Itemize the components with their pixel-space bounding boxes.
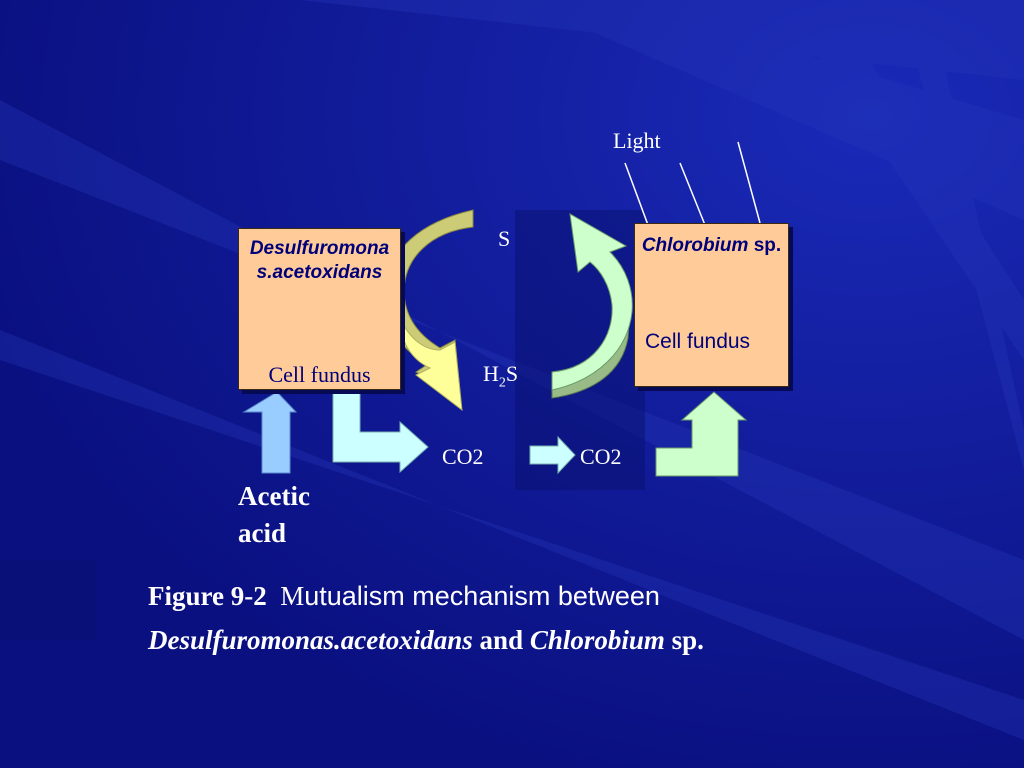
caption-lead-letter: M <box>280 581 305 611</box>
right-cycle-arrowhead <box>551 213 633 391</box>
caption-species-2: Chlorobium <box>529 625 665 655</box>
figure-number: Figure 9-2 <box>148 581 267 611</box>
chlorobium-box: Chlorobium sp. Cell fundus <box>634 223 789 387</box>
h2s-label: H2S <box>483 361 518 391</box>
light-ray-2 <box>679 162 706 226</box>
chlorobium-cell-label: Cell fundus <box>645 330 751 353</box>
h2s-h: H <box>483 361 499 386</box>
acetic-acid-label: Acetic acid <box>238 481 310 548</box>
chlorobium-species-label: Chlorobium sp. <box>641 234 782 258</box>
co2-left-arrow <box>332 389 429 474</box>
desulfuromonas-box: Desulfuromonas.acetoxidans Cell fundus <box>238 228 401 390</box>
caption-species-1: Desulfuromonas.acetoxidans <box>148 625 473 655</box>
figure-caption: Figure 9-2 Mutualism mechanism between D… <box>148 574 918 662</box>
light-ray-3 <box>737 141 761 224</box>
light-label: Light <box>613 128 661 153</box>
co2-right-label: CO2 <box>580 444 622 469</box>
light-ray-1 <box>624 162 649 226</box>
chlorobium-sp: sp. <box>748 235 782 256</box>
co2-right-arrow <box>655 391 748 477</box>
left-cycle-arrowhead <box>399 317 463 412</box>
sulfur-label: S <box>498 226 511 251</box>
h2s-subscript: 2 <box>498 375 506 391</box>
h2s-s: S <box>505 361 519 386</box>
co2-left-label: CO2 <box>442 444 484 469</box>
desulfuromonas-species-label: Desulfuromonas.acetoxidans <box>249 238 390 283</box>
caption-and: and <box>479 625 524 655</box>
caption-text: utualism mechanism between <box>304 581 660 611</box>
caption-sp: sp. <box>671 625 704 655</box>
chlorobium-genus: Chlorobium <box>641 235 749 256</box>
co2-transfer-arrow <box>529 435 576 475</box>
desulfuromonas-cell-label: Cell fundus <box>268 362 371 387</box>
acetic-arrow <box>242 391 298 474</box>
